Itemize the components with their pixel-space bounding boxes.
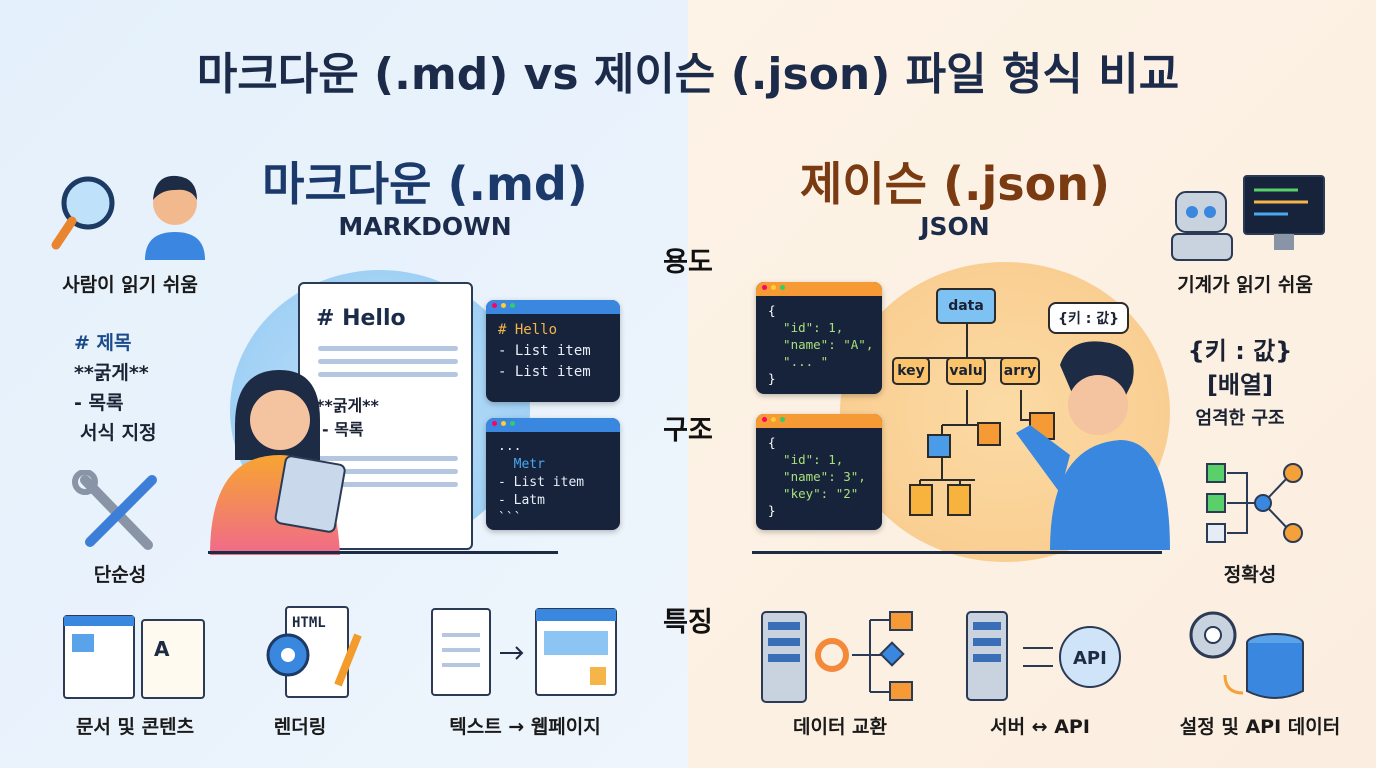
text-to-webpage-icon xyxy=(431,608,617,696)
json-syntax-list: {키 : 값} [배열] 엄격한 구조 xyxy=(1170,334,1310,436)
svg-text:A: A xyxy=(154,637,170,661)
html-badge: HTML xyxy=(292,615,326,631)
syntax-caption: 서식 지정 xyxy=(80,422,157,444)
server-api-icon: API xyxy=(966,611,1121,701)
simplicity-label: 단순성 xyxy=(93,564,147,586)
speech-bubble: {키 : 값} xyxy=(1048,302,1130,334)
page-title: 마크다운 (.md) vs 제이슨 (.json) 파일 형식 비교 xyxy=(196,49,1180,100)
syntax-caption: 엄격한 구조 xyxy=(1195,408,1285,429)
code-line: - List item xyxy=(498,343,591,359)
syntax-heading: # 제목 xyxy=(74,332,132,354)
code-line: Metr xyxy=(498,457,545,472)
code-line: "... " xyxy=(768,354,829,369)
tree-connectors xyxy=(909,323,1055,516)
code-line: { xyxy=(768,435,776,450)
json-terminal-2: { "id": 1, "name": 3", "key": "2" } xyxy=(756,414,882,530)
ground-line xyxy=(208,551,558,554)
label-usage: 용도 xyxy=(663,247,713,278)
person-magnifier-icon xyxy=(51,175,205,260)
syntax-list: - 목록 xyxy=(74,392,124,414)
json-terminal-1: { "id": 1, "name": "A", "... " } xyxy=(756,282,882,394)
markdown-terminal-1: # Hello - List item - List item xyxy=(486,300,620,402)
feature-label: 텍스트 → 웹페이지 xyxy=(449,716,601,738)
precision-label: 정확성 xyxy=(1223,564,1277,586)
tree-node: arry xyxy=(1000,357,1040,385)
robot-computer-icon xyxy=(1171,175,1325,261)
syntax-bold: **굵게** xyxy=(74,362,149,384)
woman-with-tablet-illustration xyxy=(210,370,346,555)
settings-database-icon xyxy=(1189,611,1304,699)
doc-list: - 목록 xyxy=(322,420,364,439)
code-line: - List item xyxy=(498,475,585,490)
code-line: ... xyxy=(498,439,522,454)
feature-label: 문서 및 콘텐츠 xyxy=(75,716,195,738)
api-badge: API xyxy=(1073,648,1107,669)
tree-node: valu xyxy=(946,357,986,385)
checklist-network-icon xyxy=(1206,463,1303,543)
code-line: { xyxy=(768,303,776,318)
code-line: # Hello xyxy=(498,322,558,338)
label-features: 특징 xyxy=(663,607,713,638)
markdown-subheading: MARKDOWN xyxy=(338,212,512,241)
doc-heading: # Hello xyxy=(316,306,406,331)
html-rendering-icon: HTML xyxy=(266,606,362,698)
syntax-array: [배열] xyxy=(1206,371,1274,399)
code-line: ``` xyxy=(498,511,522,526)
tree-node: key xyxy=(892,357,930,385)
human-readable-label: 사람이 읽기 쉬움 xyxy=(62,274,198,296)
tree-node-root: data xyxy=(936,288,996,324)
markdown-heading: 마크다운 (.md) xyxy=(262,157,588,211)
text-lines xyxy=(318,456,458,461)
feature-label: 서버 ↔ API xyxy=(990,716,1090,738)
feature-label: 설정 및 API 데이터 xyxy=(1179,716,1341,738)
label-structure: 구조 xyxy=(663,415,713,446)
code-line: } xyxy=(768,371,776,386)
code-line: "id": 1, xyxy=(768,320,844,335)
feature-label: 렌더링 xyxy=(273,716,327,738)
tools-icon xyxy=(72,470,157,550)
code-line: "name": 3", xyxy=(768,469,866,484)
code-line: "name": "A", xyxy=(768,337,874,352)
code-line: - Latm xyxy=(498,493,545,508)
code-line: } xyxy=(768,503,776,518)
machine-readable-label: 기계가 읽기 쉬움 xyxy=(1177,274,1313,296)
code-line: "key": "2" xyxy=(768,486,859,501)
code-line: - List item xyxy=(498,364,591,380)
ground-line xyxy=(752,551,1162,554)
man-pointing-illustration xyxy=(1016,341,1170,550)
text-lines xyxy=(318,346,458,351)
data-exchange-icon xyxy=(761,611,913,703)
json-subheading: JSON xyxy=(920,212,990,241)
markdown-terminal-2: ... Metr - List item - Latm ``` xyxy=(486,418,620,530)
syntax-key-value: {키 : 값} xyxy=(1187,337,1293,365)
doc-bold: **굵게** xyxy=(316,396,379,415)
code-line: "id": 1, xyxy=(768,452,844,467)
document-icon: A xyxy=(63,615,205,699)
feature-label: 데이터 교환 xyxy=(792,716,887,738)
json-heading: 제이슨 (.json) xyxy=(800,157,1110,211)
markdown-syntax-list: # 제목 **굵게** - 목록 서식 지정 xyxy=(74,328,157,448)
